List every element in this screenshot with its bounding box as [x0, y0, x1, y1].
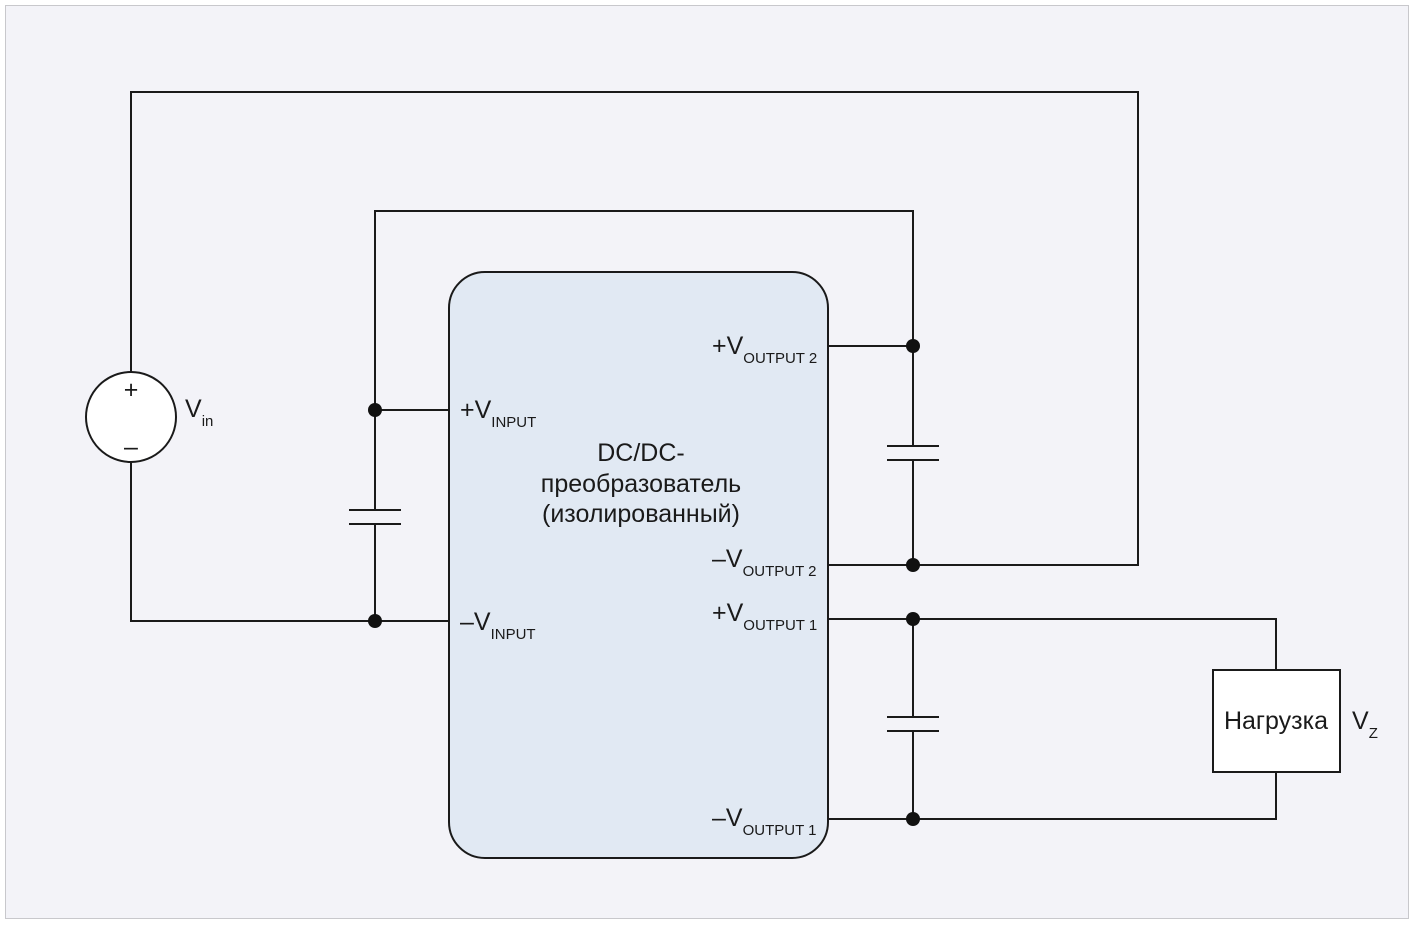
load-box [1212, 669, 1341, 773]
converter-title-line-1: DC/DC- [597, 439, 685, 467]
capacitors [349, 445, 939, 732]
pin-voutput2-plus: +VOUTPUT 2 [712, 332, 817, 367]
junctions [368, 339, 920, 826]
junction-out1-plus [906, 612, 920, 626]
junction-out2-plus [906, 339, 920, 353]
pin-voutput1-minus: –VOUTPUT 1 [712, 804, 817, 839]
pin-vinput-minus: –VINPUT [460, 608, 536, 643]
junction-vinput-minus [368, 614, 382, 628]
junction-out2-minus [906, 558, 920, 572]
capacitor-output-1 [887, 716, 939, 732]
capacitor-input [349, 509, 401, 525]
wire-vin-minus [130, 463, 449, 622]
converter-title-line-3: (изолированный) [542, 500, 740, 528]
junction-vinput-plus [368, 403, 382, 417]
load-label: Нагрузка [1224, 707, 1328, 735]
wire-inner-loop [374, 210, 914, 410]
converter-title-line-2: преобразователь [541, 470, 741, 498]
source-plus-sign: + [124, 376, 139, 404]
junction-out1-minus [906, 812, 920, 826]
load: Нагрузка VZ [1212, 669, 1378, 773]
wires [130, 91, 1277, 820]
pin-voutput1-plus: +VOUTPUT 1 [712, 599, 817, 634]
wire-out1-minus [828, 772, 1277, 820]
wire-outer-loop [130, 91, 1139, 566]
wire-out1-plus [828, 618, 1277, 670]
pin-vinput-plus: +VINPUT [460, 396, 536, 431]
load-voltage: VZ [1352, 707, 1378, 742]
voltage-source-circle [85, 371, 177, 463]
source-label: Vin [185, 395, 213, 430]
voltage-source: + – Vin [85, 371, 213, 463]
converter-body [448, 271, 829, 859]
pin-voutput2-minus: –VOUTPUT 2 [712, 545, 817, 580]
capacitor-output-2 [887, 445, 939, 461]
dcdc-converter: DC/DC- преобразователь (изолированный) +… [448, 271, 829, 859]
source-minus-sign: – [124, 433, 138, 461]
